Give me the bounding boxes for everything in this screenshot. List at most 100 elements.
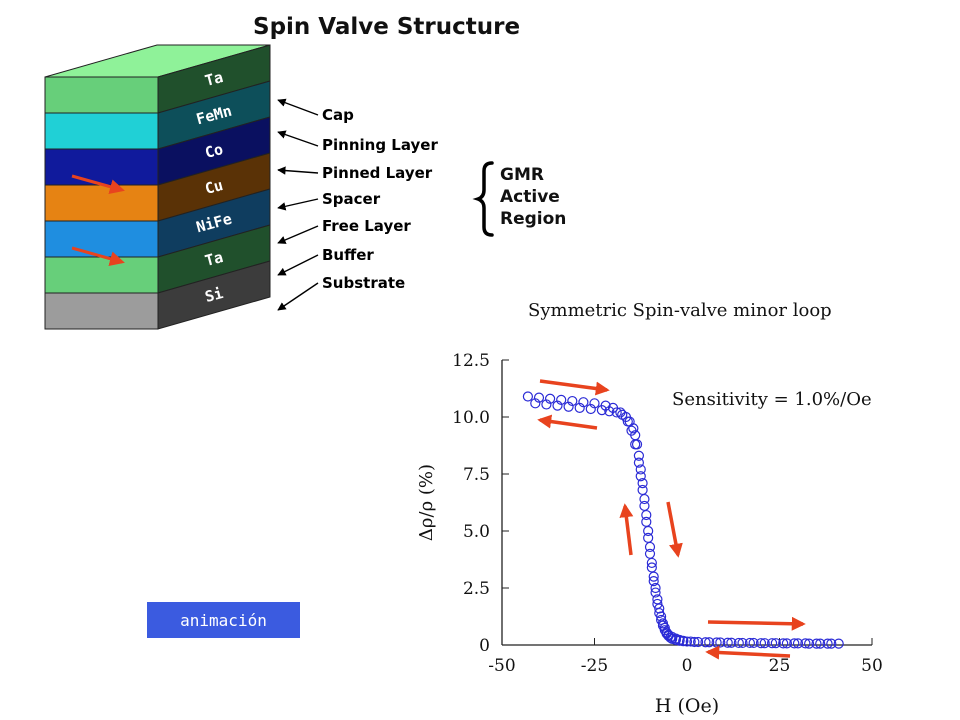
data-point-0-21 xyxy=(648,576,659,587)
layer-name-2: Co xyxy=(203,140,225,162)
data-point-1-22 xyxy=(646,557,657,569)
data-point-0-5 xyxy=(578,397,589,408)
y-tick-label-5: 12.5 xyxy=(452,351,490,371)
data-point-0-41 xyxy=(744,637,756,649)
data-point-1-45 xyxy=(781,638,793,649)
data-point-1-8 xyxy=(611,407,622,418)
data-point-1-16 xyxy=(635,464,646,475)
pinned-magnetization-arrow xyxy=(71,174,125,194)
layer-side-6 xyxy=(157,260,271,330)
gmr-line-1: GMR xyxy=(500,165,544,185)
data-point-0-48 xyxy=(822,638,833,649)
data-point-1-35 xyxy=(678,635,689,646)
data-point-1-4 xyxy=(574,402,585,413)
data-point-1-39 xyxy=(715,637,726,648)
data-point-1-41 xyxy=(737,637,748,649)
data-point-0-4 xyxy=(567,395,578,407)
sensitivity-annotation: Sensitivity = 1.0%/Oe xyxy=(672,389,872,410)
data-point-1-12 xyxy=(628,423,639,434)
data-point-0-40 xyxy=(733,637,744,649)
data-point-1-21 xyxy=(644,541,656,553)
data-point-1-17 xyxy=(637,478,648,489)
layer-front-4 xyxy=(44,220,159,258)
layer-front-3 xyxy=(44,184,159,222)
data-point-1-47 xyxy=(803,638,815,649)
sweep-arrow-4 xyxy=(707,616,806,631)
data-point-1-18 xyxy=(639,493,650,505)
data-point-1-6 xyxy=(596,405,608,416)
data-point-1-14 xyxy=(631,439,643,450)
data-point-0-0 xyxy=(522,391,534,402)
sweep-arrow-5 xyxy=(705,645,791,660)
label-free-layer: Free Layer xyxy=(322,217,411,235)
label-pointer-arrow-4 xyxy=(277,225,319,244)
data-point-1-1 xyxy=(541,399,552,410)
data-point-0-39 xyxy=(722,637,733,648)
y-tick-label-3: 7.5 xyxy=(463,465,490,485)
layer-name-5: Ta xyxy=(203,248,225,270)
label-buffer: Buffer xyxy=(322,246,374,264)
y-tick-label-2: 5.0 xyxy=(463,522,490,542)
label-pointer-arrow-1 xyxy=(277,130,319,147)
data-point-0-45 xyxy=(789,638,800,649)
data-point-1-15 xyxy=(633,450,645,461)
data-point-1-34 xyxy=(674,634,685,646)
data-point-0-35 xyxy=(681,636,693,647)
data-point-1-36 xyxy=(685,636,696,647)
data-point-0-3 xyxy=(556,394,567,405)
data-point-1-2 xyxy=(552,400,563,411)
layer-front-2 xyxy=(44,148,159,186)
x-tick-label-0: -50 xyxy=(488,656,515,676)
x-tick-label-2: 0 xyxy=(682,656,693,676)
data-point-0-1 xyxy=(533,392,545,403)
label-pointer-arrow-5 xyxy=(277,254,319,276)
gmr-line-3: Region xyxy=(500,209,567,229)
label-pointer-arrow-3 xyxy=(277,198,319,211)
data-point-0-49 xyxy=(833,638,844,649)
x-tick-label-3: 25 xyxy=(769,656,791,676)
animation-button[interactable]: animación xyxy=(147,602,300,638)
data-point-1-5 xyxy=(585,403,596,415)
data-point-0-47 xyxy=(811,638,822,649)
data-point-1-43 xyxy=(759,638,770,649)
data-point-0-42 xyxy=(755,638,767,649)
data-point-1-37 xyxy=(692,636,704,648)
y-axis-label: Δρ/ρ (%) xyxy=(416,464,437,541)
data-point-0-22 xyxy=(650,587,661,598)
layer-front-0 xyxy=(44,76,159,114)
data-point-1-46 xyxy=(792,638,804,649)
y-tick-label-4: 10.0 xyxy=(452,408,490,428)
sweep-arrow-2 xyxy=(619,503,634,556)
data-point-0-36 xyxy=(689,636,700,648)
layer-front-6 xyxy=(44,292,159,330)
label-cap: Cap xyxy=(322,106,354,124)
data-point-0-14 xyxy=(635,471,646,482)
data-point-1-28 xyxy=(657,618,669,629)
data-point-1-3 xyxy=(563,401,574,412)
label-pinned-layer: Pinned Layer xyxy=(322,164,433,182)
chart-title: Symmetric Spin-valve minor loop xyxy=(528,300,832,321)
data-point-1-19 xyxy=(641,509,652,521)
data-point-0-44 xyxy=(778,638,789,649)
gmr-line-2: Active xyxy=(500,187,560,207)
data-point-0-6 xyxy=(589,398,600,409)
y-tick-label-1: 2.5 xyxy=(463,579,490,599)
data-point-1-49 xyxy=(826,638,837,649)
layer-front-5 xyxy=(44,256,159,294)
gmr-active-region-label: GMR Active Region xyxy=(500,164,566,230)
data-point-1-42 xyxy=(748,637,759,649)
data-point-1-26 xyxy=(654,603,665,614)
y-tick-label-0: 0 xyxy=(479,636,490,656)
data-point-1-24 xyxy=(650,582,661,594)
data-point-1-48 xyxy=(815,638,826,649)
sweep-arrow-0 xyxy=(539,379,610,396)
data-point-1-20 xyxy=(643,525,654,537)
x-tick-label-4: 50 xyxy=(861,656,883,676)
x-tick-label-1: -25 xyxy=(581,656,608,676)
label-spacer: Spacer xyxy=(322,190,381,208)
label-pointer-arrow-0 xyxy=(277,98,319,116)
sweep-arrow-1 xyxy=(537,414,598,430)
layer-name-3: Cu xyxy=(203,176,225,198)
